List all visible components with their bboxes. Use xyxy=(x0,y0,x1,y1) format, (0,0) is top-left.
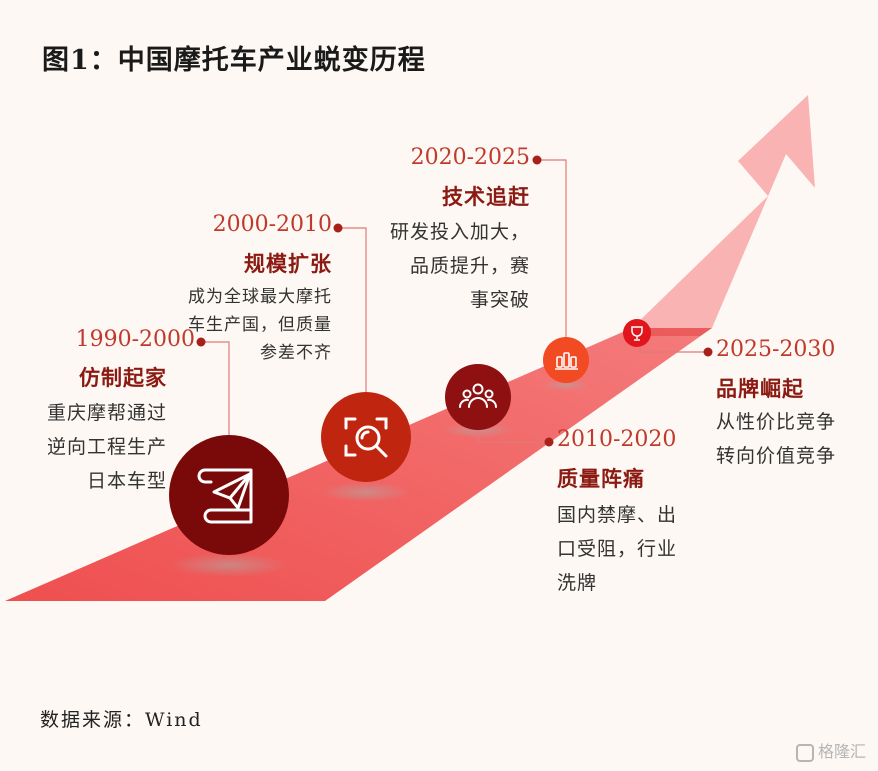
data-source-note: 数据来源：Wind xyxy=(40,709,203,731)
stage-1-description: 重庆摩帮通过 逆向工程生产 日本车型 xyxy=(46,402,167,492)
stage-2-description: 成为全球最大摩托 车生产国，但质量 参差不齐 xyxy=(188,287,332,363)
stage-4-description: 研发投入加大， 品质提升，赛 事突破 xyxy=(389,221,530,311)
node-shadow xyxy=(542,379,590,391)
watermark-text: 格隆汇 xyxy=(817,742,866,761)
stage-3-phase: 质量阵痛 xyxy=(557,466,645,491)
watermark-logo-icon xyxy=(795,743,814,762)
watermark: 格隆汇 xyxy=(795,738,866,762)
node-shadow xyxy=(169,553,289,577)
page-title: 图1：中国摩托车产业蜕变历程 xyxy=(42,45,426,76)
search-scan-icon xyxy=(344,417,388,458)
connector-stage-1 xyxy=(203,341,230,435)
stage-1-period: 1990-2000 xyxy=(75,327,195,352)
connector-dot xyxy=(544,437,554,447)
connector-dot xyxy=(196,337,206,347)
timeline-band-fold xyxy=(632,328,712,336)
stage-node-4 xyxy=(543,337,589,383)
connector-dot xyxy=(333,223,343,233)
connector-stage-4 xyxy=(537,159,567,340)
stage-4-phase: 技术追赶 xyxy=(442,184,530,209)
stage-node-1 xyxy=(169,435,289,555)
node-shadow xyxy=(321,482,411,502)
stage-node-5 xyxy=(623,319,651,347)
connector-dot xyxy=(532,155,542,165)
stage-5-description: 从性价比竞争 转向价值竞争 xyxy=(716,411,837,467)
stage-5-period: 2025-2030 xyxy=(716,337,836,362)
growth-arrow xyxy=(632,95,815,328)
paper-plane-scroll-icon xyxy=(197,468,253,524)
stage-5-phase: 品牌崛起 xyxy=(716,376,804,401)
people-group-icon xyxy=(458,383,498,408)
stage-2-period: 2000-2010 xyxy=(212,212,332,237)
stage-1-phase: 仿制起家 xyxy=(79,365,167,390)
connector-stage-2 xyxy=(339,227,367,395)
stage-3-period: 2010-2020 xyxy=(557,427,677,452)
stage-4-period: 2020-2025 xyxy=(410,145,530,170)
bottles-icon xyxy=(555,352,578,370)
stage-3-description: 国内禁摩、出 口受阻，行业 洗牌 xyxy=(557,504,678,594)
connector-dot xyxy=(703,347,713,357)
stage-node-2 xyxy=(321,392,411,482)
trophy-icon xyxy=(631,326,643,341)
stage-2-phase: 规模扩张 xyxy=(244,251,332,276)
